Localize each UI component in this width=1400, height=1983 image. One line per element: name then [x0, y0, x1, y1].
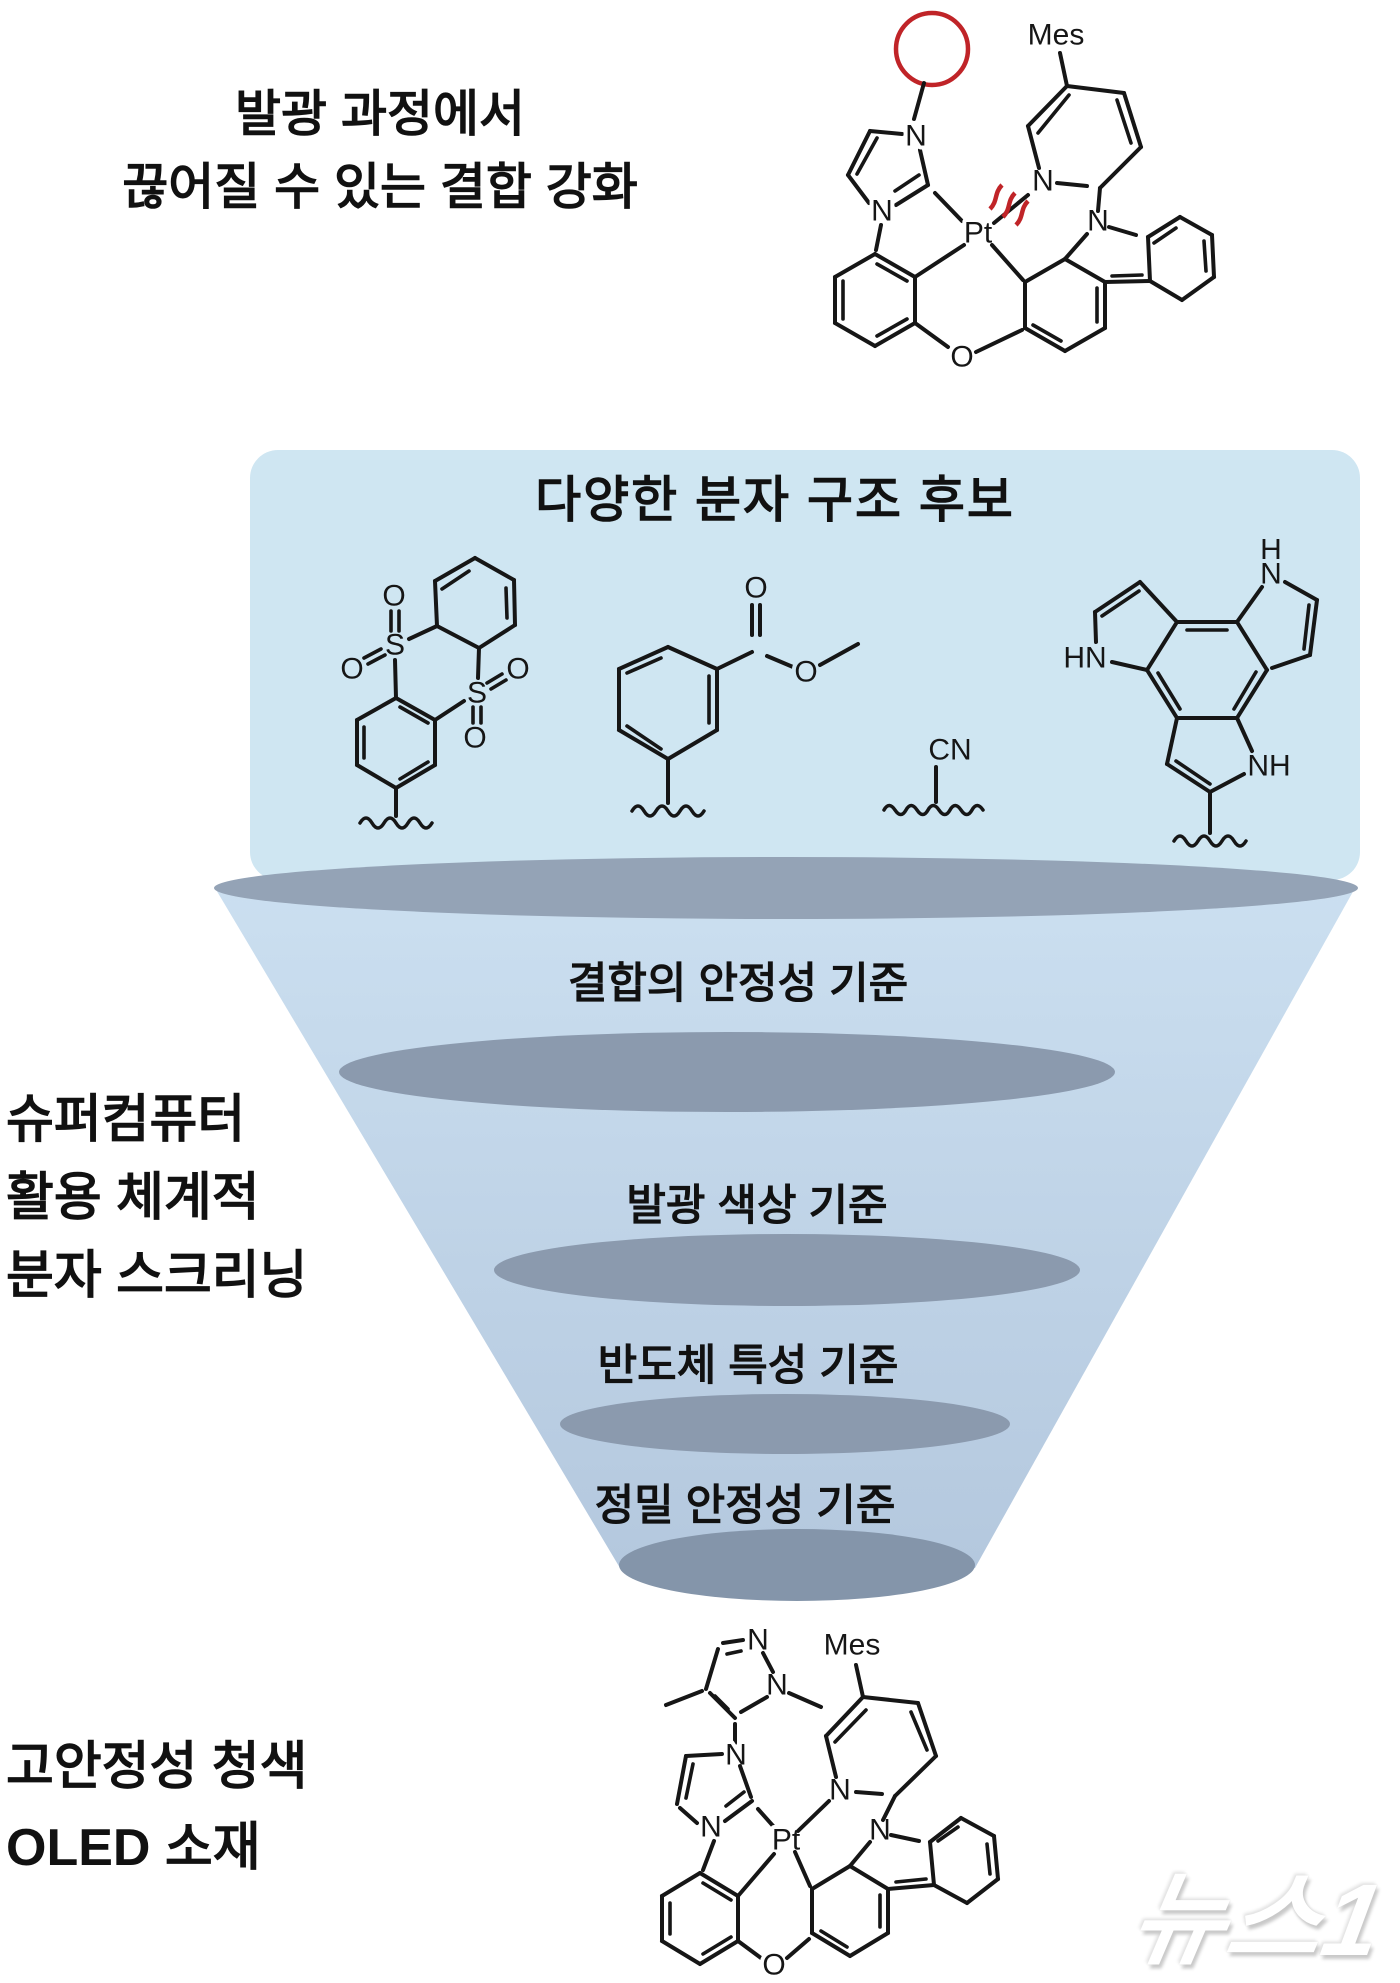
- funnel-stage-1: 결합의 안정성 기준: [567, 960, 909, 1008]
- atom-label-o: O: [340, 653, 363, 686]
- atom-label-mes: Mes: [1028, 19, 1085, 52]
- atom-label-o: O: [506, 653, 529, 686]
- atom-label-o: O: [762, 1949, 785, 1982]
- atom-label-n: N: [871, 195, 893, 228]
- funnel-bottom-ellipse: [619, 1529, 975, 1601]
- side-caption-line1: 슈퍼컴퓨터: [6, 1091, 246, 1149]
- molecule-nitrile-candidate: CN: [882, 730, 985, 817]
- atom-label-o: O: [794, 656, 817, 689]
- atom-label-n: N: [700, 1811, 722, 1844]
- molecule-sulfone-candidate: S S O O O O: [336, 556, 534, 830]
- atom-label-s: S: [467, 677, 487, 710]
- funnel-stage-3: 반도체 특성 기준: [597, 1342, 899, 1390]
- atom-label-hn: HN: [1063, 642, 1106, 675]
- top-caption-line1: 발광 과정에서: [235, 86, 525, 142]
- red-circle-highlight: [893, 10, 971, 88]
- funnel-divider-ellipse-2: [494, 1234, 1080, 1306]
- funnel-stage-4: 정밀 안정성 기준: [594, 1482, 896, 1530]
- molecule-tripyrrole-candidate: H N HN NH: [1059, 530, 1319, 848]
- atom-label-h: H: [1260, 534, 1282, 567]
- side-caption: 슈퍼컴퓨터 활용 체계적 분자 스크리닝: [6, 1081, 308, 1315]
- funnel-rim-ellipse: [214, 857, 1358, 919]
- candidates-panel-bg: [250, 450, 1360, 880]
- top-caption-line2: 끊어질 수 있는 결합 강화: [122, 158, 638, 215]
- funnel-divider-ellipse-3: [560, 1394, 1010, 1454]
- atom-label-s: S: [385, 629, 405, 662]
- atom-label-n: N: [829, 1774, 851, 1807]
- funnel-divider-ellipse-1: [339, 1032, 1115, 1112]
- candidates-title: 다양한 분자 구조 후보: [535, 472, 1015, 528]
- funnel-stage-2: 발광 색상 기준: [626, 1182, 888, 1230]
- result-caption: 고안정성 청색 OLED 소재: [6, 1727, 308, 1888]
- atom-label-n: N: [725, 1739, 747, 1772]
- atom-label-n: N: [1260, 558, 1282, 591]
- atom-label-o: O: [744, 572, 767, 605]
- molecule-initial-complex: N N Pt O N: [833, 10, 1216, 378]
- atom-label-mes: Mes: [824, 1629, 881, 1662]
- atom-label-n: N: [1032, 165, 1054, 198]
- side-caption-line3: 분자 스크리닝: [6, 1247, 308, 1305]
- atom-label-o: O: [463, 722, 486, 755]
- side-caption-line2: 활용 체계적: [6, 1169, 260, 1227]
- atom-label-pt: Pt: [964, 217, 993, 250]
- news1-watermark: 뉴스1: [1122, 1863, 1393, 1977]
- atom-label-nh: NH: [1247, 750, 1290, 783]
- atom-label-n: N: [869, 1814, 891, 1847]
- atom-label-cn: CN: [928, 734, 971, 767]
- molecule-final-complex: N N N N Pt O: [660, 1620, 1000, 1983]
- result-caption-line1: 고안정성 청색: [6, 1738, 308, 1796]
- molecule-ester-candidate: O O: [617, 568, 860, 818]
- atom-label-n: N: [747, 1624, 769, 1657]
- result-caption-line2: OLED 소재: [6, 1818, 261, 1877]
- atom-label-o: O: [382, 580, 405, 613]
- top-caption: 발광 과정에서 끊어질 수 있는 결합 강화: [70, 78, 690, 223]
- atom-label-o: O: [950, 341, 973, 374]
- atom-label-n: N: [905, 120, 927, 153]
- bond-strain-marks: [988, 183, 1030, 227]
- atom-label-n: N: [766, 1669, 788, 1702]
